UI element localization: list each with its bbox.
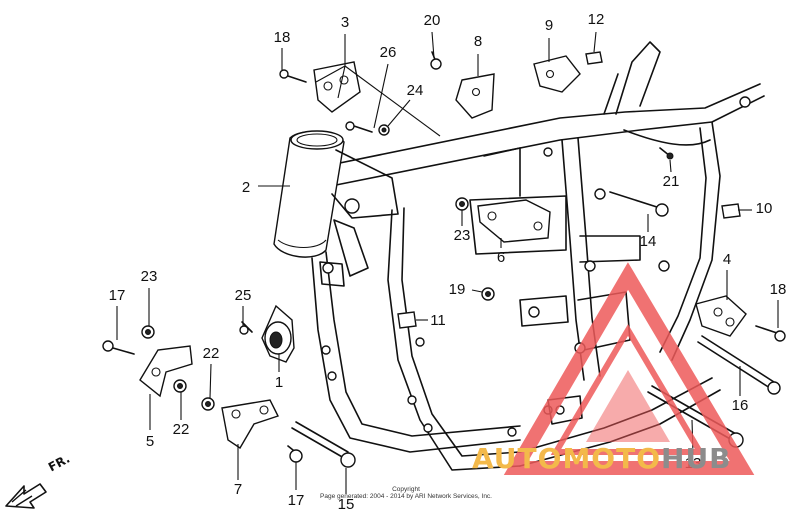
callout-c22a: 22 — [203, 345, 220, 362]
callout-c23a: 23 — [141, 268, 158, 285]
callout-c24: 24 — [407, 82, 424, 99]
frame-body — [273, 41, 765, 471]
horn-part — [261, 304, 295, 363]
callout-c1: 1 — [275, 374, 283, 391]
rubber-pads — [397, 51, 741, 329]
callout-c20: 20 — [424, 12, 441, 29]
front-direction-arrow-icon — [5, 483, 47, 509]
callout-c9: 9 — [545, 17, 553, 34]
callout-c11: 11 — [430, 312, 446, 329]
bracket-part-9 — [533, 55, 581, 93]
callout-c5: 5 — [146, 433, 154, 450]
watermark-logo — [503, 262, 755, 475]
callout-c15: 15 — [338, 496, 355, 513]
callout-c16: 16 — [732, 397, 749, 414]
callout-c17b: 17 — [288, 492, 305, 509]
bracket-part-6 — [477, 199, 551, 243]
bracket-part-5 — [139, 345, 193, 398]
watermark-text-part-2: HUB — [661, 442, 732, 475]
callout-c17a: 17 — [109, 287, 126, 304]
copyright-line-2: Page generated: 2004 - 2014 by ARI Netwo… — [320, 493, 492, 500]
leader-lines — [116, 31, 779, 494]
callout-c19: 19 — [449, 281, 466, 298]
callout-c22b: 22 — [173, 421, 190, 438]
callout-c21: 21 — [663, 173, 680, 190]
callout-c25: 25 — [235, 287, 252, 304]
callout-c18a: 18 — [274, 29, 291, 46]
callout-c4: 4 — [723, 251, 731, 268]
callout-c10: 10 — [756, 200, 773, 217]
callout-c12: 12 — [588, 11, 605, 28]
callout-c26: 26 — [380, 44, 397, 61]
watermark-text: AUTOMOTOHUB — [472, 442, 732, 475]
copyright-line-1: Copyright — [392, 486, 420, 493]
copyright-notice: Copyright Page generated: 2004 - 2014 by… — [316, 486, 496, 500]
nuts-washers — [141, 124, 495, 411]
callout-c2: 2 — [242, 179, 250, 196]
bolts — [102, 51, 786, 468]
callout-labels: 1234567891011121314151617171818192021222… — [109, 11, 787, 513]
callout-c7: 7 — [234, 481, 242, 498]
watermark-text-part-1: AUTOMOTO — [472, 442, 662, 475]
callout-c14: 14 — [640, 233, 657, 250]
callout-c6: 6 — [497, 249, 505, 266]
callout-c3: 3 — [341, 14, 349, 31]
callout-c18b: 18 — [770, 281, 787, 298]
callout-c23b: 23 — [454, 227, 471, 244]
bracket-part-7 — [221, 399, 279, 449]
callout-c8: 8 — [474, 33, 482, 50]
bracket-part-8 — [455, 73, 495, 119]
bracket-part-3 — [313, 61, 361, 113]
bracket-part-4 — [695, 295, 747, 337]
